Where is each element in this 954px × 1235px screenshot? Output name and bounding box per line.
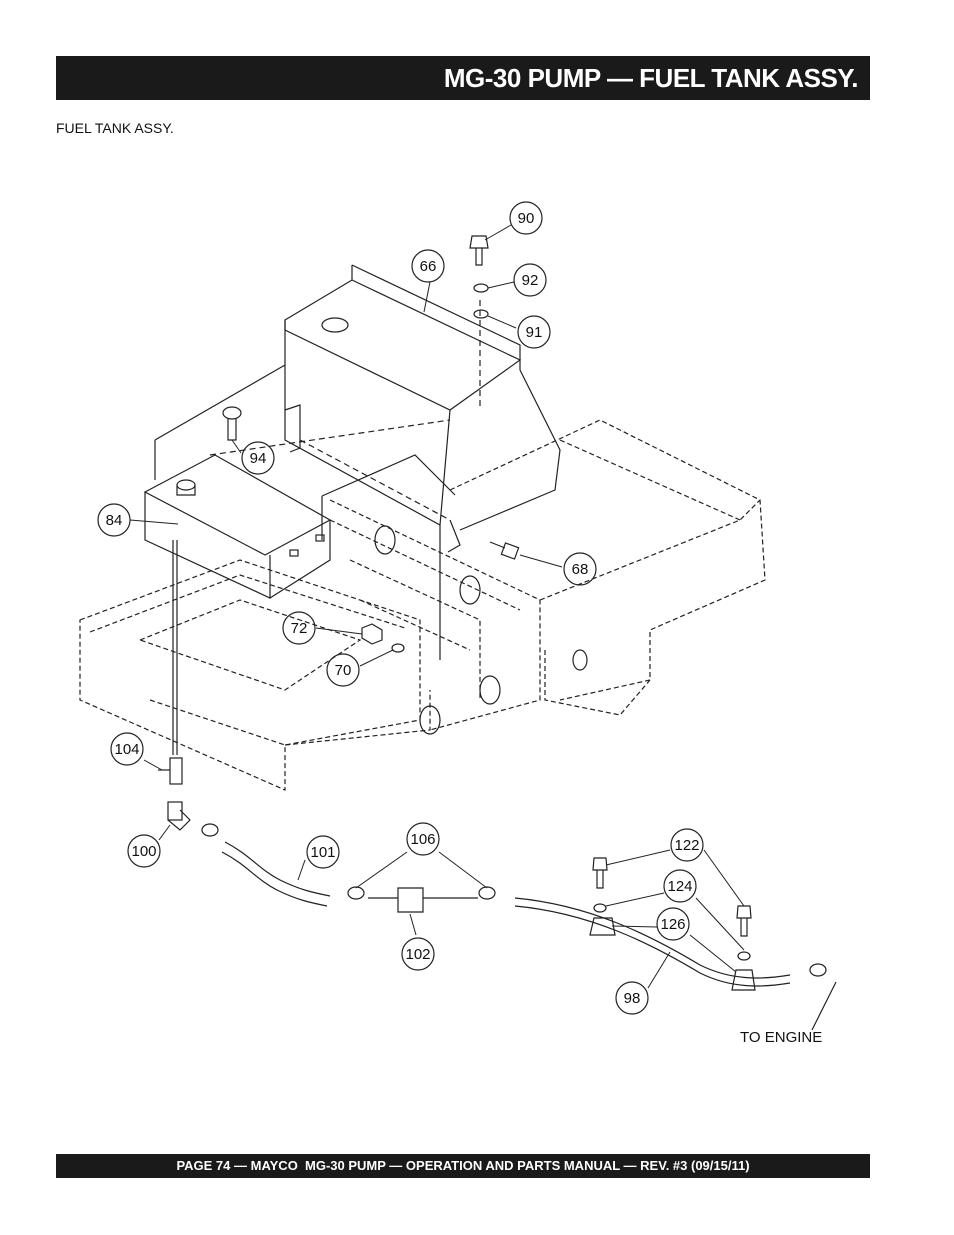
callout-70 xyxy=(326,653,360,687)
bolt-68 xyxy=(489,541,520,560)
callout-126 xyxy=(656,907,690,941)
callout-101 xyxy=(306,835,340,869)
bolt-90 xyxy=(469,235,489,266)
section-label: FUEL TANK ASSY. xyxy=(56,120,174,136)
callout-102-label: 102 xyxy=(405,946,430,963)
pump-frame xyxy=(79,419,766,791)
callout-124 xyxy=(663,869,697,903)
page-title: MG-30 PUMP — FUEL TANK ASSY. xyxy=(443,63,859,93)
footer-text: PAGE 74 — MAYCO MG-30 PUMP — OPERATION A… xyxy=(176,1158,750,1173)
callout-70-label: 70 xyxy=(335,662,352,679)
washer-124a xyxy=(593,903,607,913)
fuel-supply-line xyxy=(172,540,178,755)
callout-100 xyxy=(127,834,161,868)
callout-126-label: 126 xyxy=(660,916,685,933)
callout-104-label: 104 xyxy=(114,741,139,758)
hose-clamp-106a xyxy=(347,886,365,900)
hose-clamp-a xyxy=(201,823,219,837)
to-engine-leader xyxy=(811,981,837,1031)
callout-91 xyxy=(517,315,551,349)
callout-84-label: 84 xyxy=(106,512,123,529)
washer-91 xyxy=(473,309,489,319)
hose-clamp-end xyxy=(809,963,827,977)
callout-94-label: 94 xyxy=(250,450,267,467)
to-engine-note: TO ENGINE xyxy=(740,1029,822,1046)
fuel-filter-102 xyxy=(368,887,478,913)
frame-holes xyxy=(374,525,588,735)
callout-122-label: 122 xyxy=(674,837,699,854)
fuel-tank-84 xyxy=(143,454,332,599)
filler-cap-94 xyxy=(222,406,242,441)
bolt-122a xyxy=(592,857,608,889)
callout-66 xyxy=(411,249,445,283)
callout-102 xyxy=(401,937,435,971)
washer-124b xyxy=(737,951,751,961)
callout-leader-lines xyxy=(129,224,745,989)
callout-94 xyxy=(241,441,275,475)
callout-104 xyxy=(110,732,144,766)
page-title-bar: MG-30 PUMP — FUEL TANK ASSY. xyxy=(56,56,870,100)
callout-101-label: 101 xyxy=(310,844,335,861)
callout-90-label: 90 xyxy=(518,210,535,227)
callout-90 xyxy=(509,201,543,235)
callout-100-label: 100 xyxy=(131,843,156,860)
callout-106-label: 106 xyxy=(410,831,435,848)
cover-guide-dashed xyxy=(209,300,481,521)
page-footer: PAGE 74 — MAYCO MG-30 PUMP — OPERATION A… xyxy=(56,1154,870,1178)
callout-124-label: 124 xyxy=(667,878,692,895)
callout-bubbles: 90 92 91 66 94 84 68 72 70 104 100 101 1… xyxy=(97,201,704,1015)
lockwasher-92 xyxy=(473,283,489,293)
hose-98 xyxy=(514,897,791,987)
tank-cover-66 xyxy=(284,264,561,660)
washer-70 xyxy=(391,643,405,653)
bolt-122b xyxy=(736,905,752,937)
callout-72-label: 72 xyxy=(291,620,308,637)
callout-122 xyxy=(670,828,704,862)
callout-92 xyxy=(513,263,547,297)
callout-98 xyxy=(615,981,649,1015)
cover-guide-lines xyxy=(154,364,456,540)
callout-91-label: 91 xyxy=(526,324,543,341)
callout-66-label: 66 xyxy=(420,258,437,275)
clip-126a xyxy=(589,917,616,936)
callout-72 xyxy=(282,611,316,645)
clip-126b xyxy=(731,969,756,991)
callout-68 xyxy=(563,552,597,586)
elbow-fitting-100 xyxy=(167,801,191,831)
callout-68-label: 68 xyxy=(572,561,589,578)
shutoff-valve-104 xyxy=(158,757,183,785)
callout-92-label: 92 xyxy=(522,272,539,289)
callout-84 xyxy=(97,503,131,537)
hose-clamp-106b xyxy=(478,886,496,900)
hose-101 xyxy=(221,841,331,907)
callout-106 xyxy=(406,822,440,856)
callout-98-label: 98 xyxy=(624,990,641,1007)
nut-72 xyxy=(361,623,383,645)
